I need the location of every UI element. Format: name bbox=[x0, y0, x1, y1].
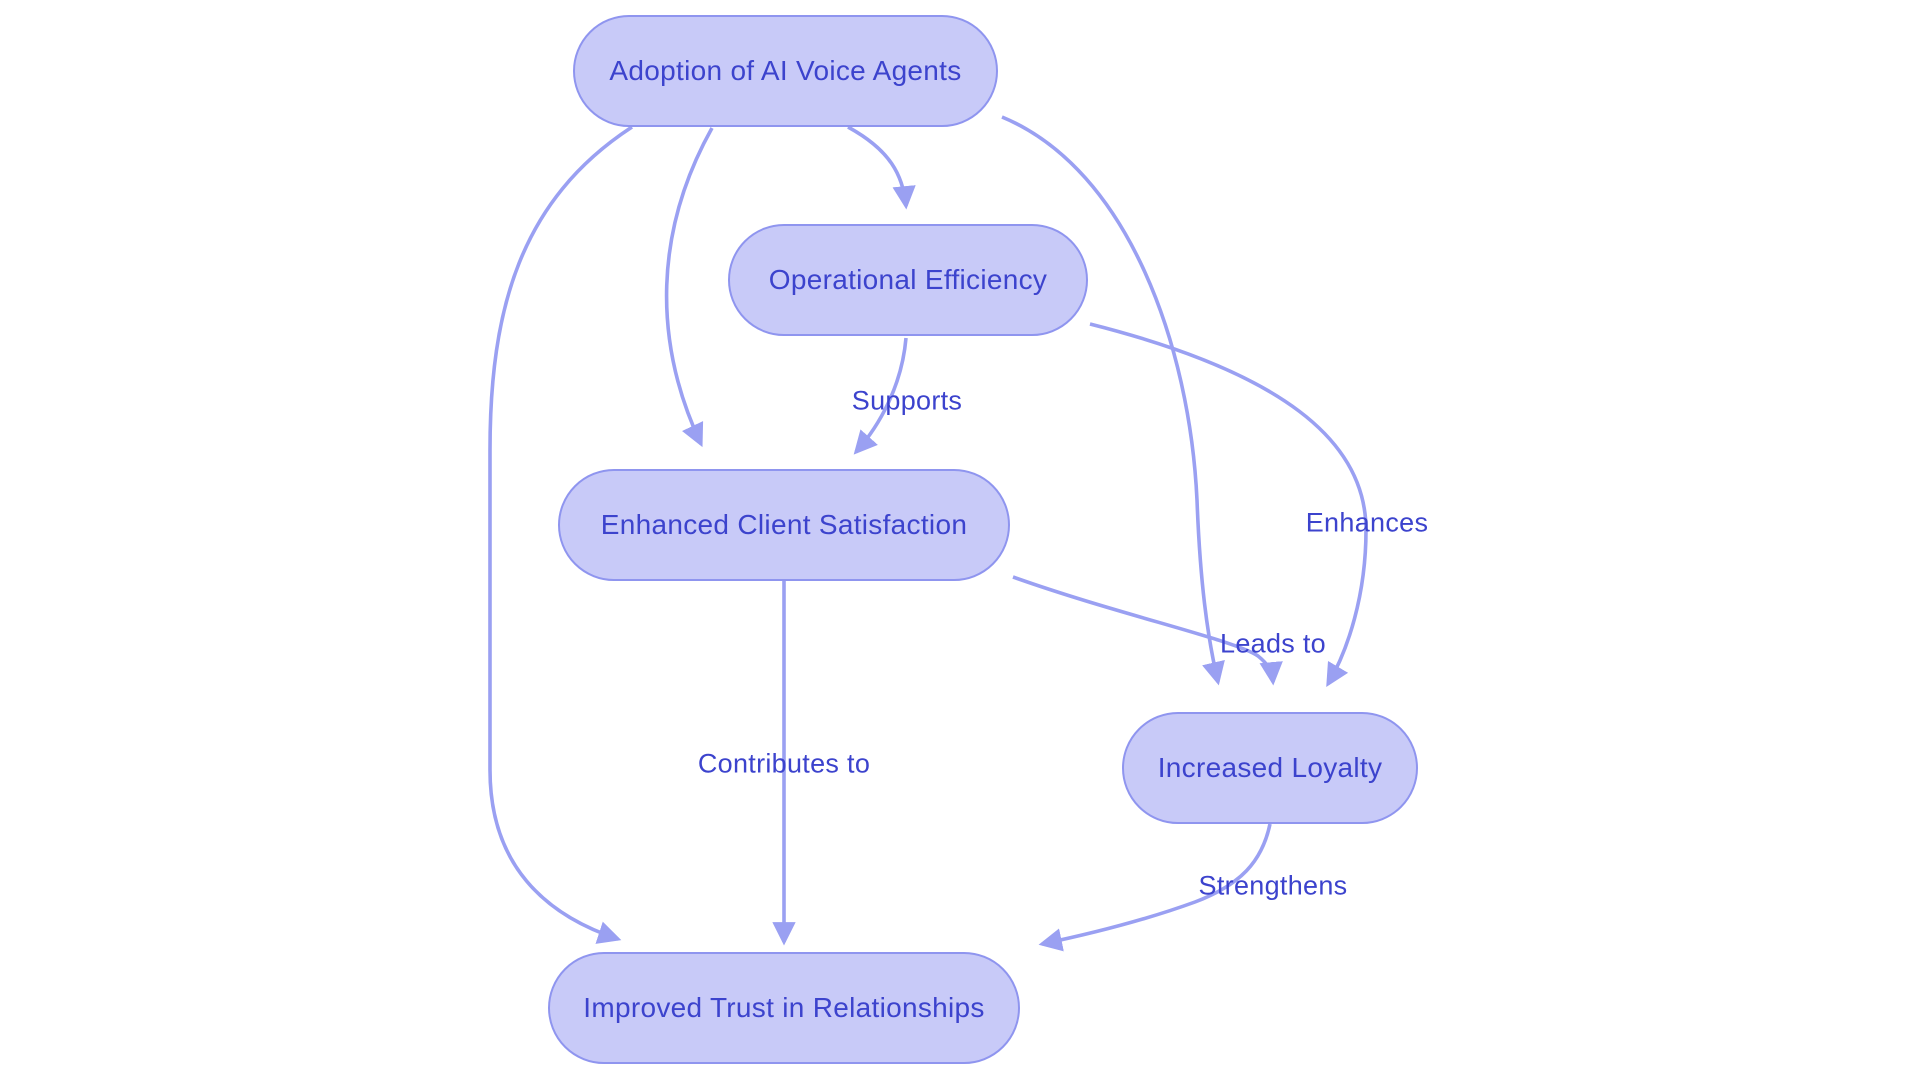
node-label: Adoption of AI Voice Agents bbox=[609, 55, 962, 86]
edge-label-contributes-to: Contributes to bbox=[697, 748, 871, 779]
node-label: Improved Trust in Relationships bbox=[583, 992, 985, 1023]
edge-adoption-to-increased-loyalty bbox=[1001, 115, 1225, 686]
edge-operational-efficiency-to-increased-loyalty bbox=[1089, 322, 1368, 688]
edge-label-enhances: Enhances bbox=[1305, 507, 1429, 538]
node-improved-trust-in-relationships: Improved Trust in Relationships bbox=[548, 952, 1020, 1064]
node-operational-efficiency: Operational Efficiency bbox=[728, 224, 1088, 336]
node-label: Enhanced Client Satisfaction bbox=[600, 509, 968, 540]
node-label: Increased Loyalty bbox=[1157, 752, 1383, 783]
node-enhanced-client-satisfaction: Enhanced Client Satisfaction bbox=[558, 469, 1010, 581]
node-label: Operational Efficiency bbox=[768, 264, 1048, 295]
edge-label-leads-to: Leads to bbox=[1220, 628, 1326, 659]
node-increased-loyalty: Increased Loyalty bbox=[1122, 712, 1418, 824]
edge-adoption-to-improved-trust bbox=[488, 125, 633, 944]
edge-enhanced-client-satisfaction-to-increased-loyalty bbox=[1012, 575, 1283, 686]
edge-operational-efficiency-to-enhanced-client-satisfaction bbox=[853, 337, 908, 455]
node-adoption-of-ai-voice-agents: Adoption of AI Voice Agents bbox=[573, 15, 998, 127]
edge-label-supports: Supports bbox=[851, 385, 963, 416]
edge-adoption-to-operational-efficiency bbox=[847, 125, 916, 210]
edge-adoption-to-enhanced-client-satisfaction bbox=[664, 127, 714, 448]
edge-increased-loyalty-to-improved-trust bbox=[1038, 823, 1272, 952]
edge-label-strengthens: Strengthens bbox=[1198, 870, 1348, 901]
